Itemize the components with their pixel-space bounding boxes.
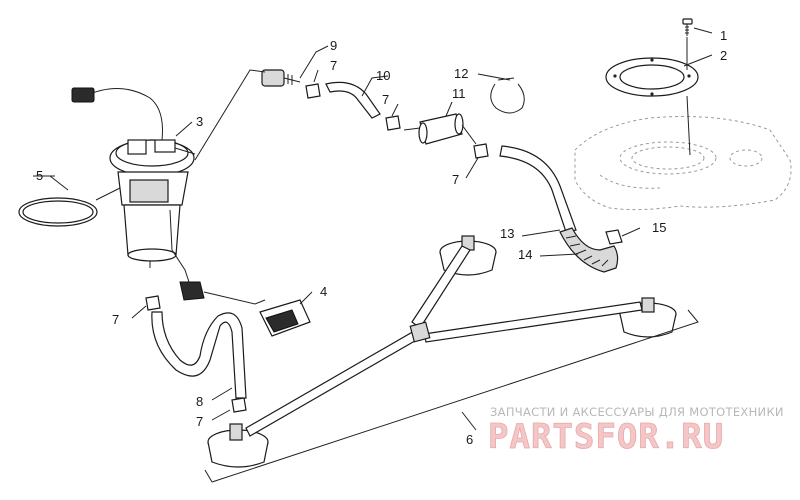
callout-7-left: 7 (112, 312, 119, 327)
callout-7-bottom: 7 (196, 414, 203, 429)
fuel-hose-long (499, 145, 577, 233)
return-hose (151, 311, 247, 399)
callout-9: 9 (330, 38, 337, 53)
callout-2: 2 (720, 48, 727, 63)
callout-1: 1 (720, 28, 727, 43)
watermark-logo: PARTSFOR.RU (488, 417, 724, 457)
clamp-bottom (231, 397, 247, 413)
clamp-top-left (305, 83, 321, 99)
leader-lines (33, 27, 713, 431)
fuel-pump-assembly (71, 87, 266, 305)
assembly-line (686, 95, 691, 156)
protective-sleeve (559, 227, 619, 273)
callout-6: 6 (466, 432, 473, 447)
clamp-right (473, 143, 489, 159)
callout-4: 4 (320, 284, 327, 299)
electrical-connector (259, 299, 311, 337)
fuel-hose-short (325, 81, 381, 119)
callout-14: 14 (518, 247, 532, 262)
callout-12: 12 (454, 66, 468, 81)
assembly-line (194, 69, 266, 161)
callout-7-right: 7 (452, 172, 459, 187)
clamp-left (145, 295, 161, 311)
hex-nut (605, 229, 623, 245)
retaining-ring (605, 57, 699, 97)
callout-5: 5 (36, 168, 43, 183)
o-ring (18, 197, 98, 227)
vent-harness (207, 235, 677, 468)
callout-13: 13 (500, 226, 514, 241)
watermark: ЗАПЧАСТИ И АКСЕССУАРЫ ДЛЯ МОТОТЕХНИКИ PA… (488, 405, 784, 457)
group-bracket (204, 469, 213, 483)
callout-8: 8 (196, 394, 203, 409)
screw (682, 18, 693, 36)
fuel-filter (403, 113, 477, 145)
callout-15: 15 (652, 220, 666, 235)
callout-labels: 1 2 3 4 5 6 7 7 7 7 7 8 9 10 11 12 13 14… (36, 28, 727, 447)
quick-connect-fitting (261, 69, 301, 87)
callout-7-mid: 7 (382, 92, 389, 107)
spring-clip (490, 77, 525, 114)
callout-3: 3 (196, 114, 203, 129)
callout-10: 10 (376, 68, 390, 83)
group-bracket (211, 309, 699, 483)
watermark-tagline: ЗАПЧАСТИ И АКСЕССУАРЫ ДЛЯ МОТОТЕХНИКИ (490, 405, 784, 419)
callout-7-top: 7 (330, 58, 337, 73)
fuel-tank-outline (574, 116, 792, 211)
clamp-mid (385, 115, 401, 131)
callout-11: 11 (452, 86, 466, 101)
